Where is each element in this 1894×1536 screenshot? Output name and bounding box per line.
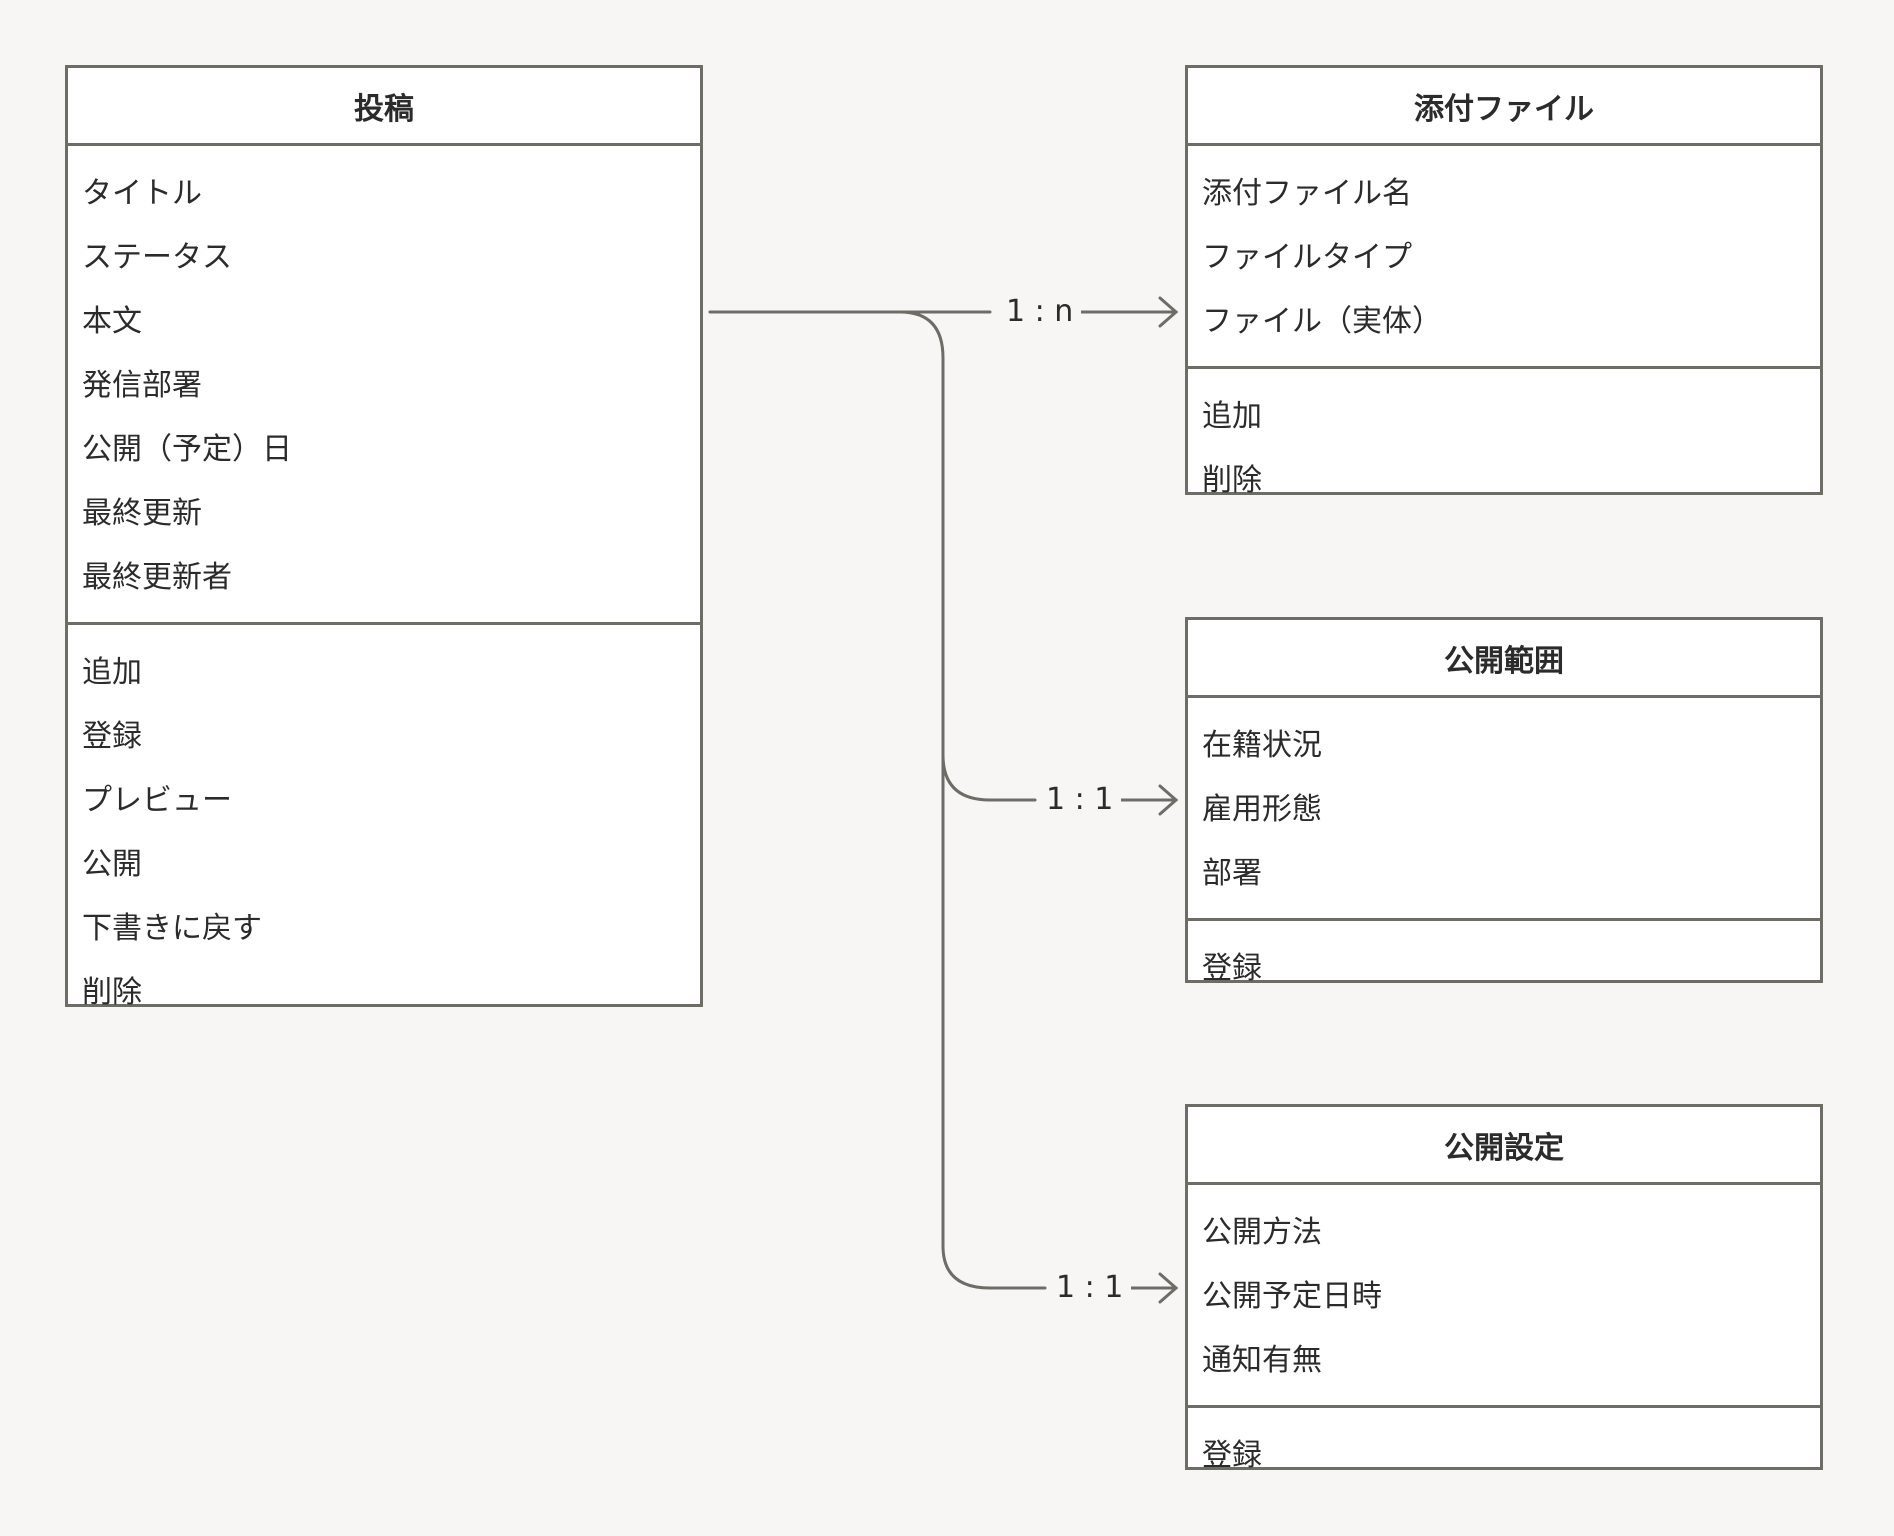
class-attachment-operations: 追加 削除 — [1188, 366, 1820, 525]
attribute-file-entity: ファイル（実体） — [1202, 304, 1442, 339]
attribute-publish-date: 公開（予定）日 — [82, 432, 292, 467]
attribute-enrollment-status: 在籍状況 — [1202, 728, 1322, 763]
relation-line-attachment — [708, 310, 1047, 1290]
attribute-status: ステータス — [82, 240, 232, 275]
class-post-operations: 追加 登録 プレビュー 公開 下書きに戻す 削除 — [68, 622, 700, 1037]
class-scope: 公開範囲 在籍状況 雇用形態 部署 登録 — [1185, 617, 1823, 986]
operation-add: 追加 — [82, 655, 142, 690]
arrow-head-settings — [1158, 1272, 1179, 1304]
multiplicity-scope: 1 : 1 — [1038, 782, 1122, 818]
class-attachment-attributes: 添付ファイル名 ファイルタイプ ファイル（実体） — [1188, 143, 1820, 366]
attribute-last-updated: 最終更新 — [82, 496, 202, 531]
attribute-title: タイトル — [82, 176, 202, 211]
class-settings-operations: 登録 — [1188, 1405, 1820, 1500]
class-post: 投稿 タイトル ステータス 本文 発信部署 公開（予定）日 最終更新 最終更新者… — [65, 65, 703, 1010]
operation-add: 追加 — [1202, 399, 1262, 434]
class-post-title: 投稿 — [354, 91, 414, 127]
attribute-file-name: 添付ファイル名 — [1202, 176, 1412, 211]
operation-register: 登録 — [82, 719, 142, 754]
class-scope-operations: 登録 — [1188, 918, 1820, 1013]
attribute-publish-method: 公開方法 — [1202, 1215, 1322, 1250]
relation-line-scope — [941, 753, 1037, 802]
class-settings: 公開設定 公開方法 公開予定日時 通知有無 登録 — [1185, 1104, 1823, 1473]
multiplicity-attachment: 1 : n — [998, 294, 1082, 330]
class-post-attributes: タイトル ステータス 本文 発信部署 公開（予定）日 最終更新 最終更新者 — [68, 143, 700, 622]
class-attachment-title: 添付ファイル — [1414, 91, 1594, 127]
attribute-employment-type: 雇用形態 — [1202, 792, 1322, 827]
operation-register: 登録 — [1202, 1438, 1262, 1473]
operation-register: 登録 — [1202, 951, 1262, 986]
attribute-notification: 通知有無 — [1202, 1343, 1322, 1378]
operation-revert-draft: 下書きに戻す — [82, 911, 262, 946]
attribute-file-type: ファイルタイプ — [1202, 240, 1412, 275]
class-settings-attributes: 公開方法 公開予定日時 通知有無 — [1188, 1182, 1820, 1405]
class-scope-attributes: 在籍状況 雇用形態 部署 — [1188, 695, 1820, 918]
operation-delete: 削除 — [82, 975, 142, 1010]
operation-preview: プレビュー — [82, 783, 232, 818]
operation-delete: 削除 — [1202, 463, 1262, 498]
arrow-head-scope — [1158, 784, 1179, 816]
attribute-department: 発信部署 — [82, 368, 202, 403]
class-scope-title: 公開範囲 — [1444, 643, 1564, 679]
class-attachment: 添付ファイル 添付ファイル名 ファイルタイプ ファイル（実体） 追加 削除 — [1185, 65, 1823, 498]
attribute-department: 部署 — [1202, 856, 1262, 891]
attribute-last-updater: 最終更新者 — [82, 560, 232, 595]
multiplicity-settings: 1 : 1 — [1048, 1270, 1132, 1306]
attribute-scheduled-datetime: 公開予定日時 — [1202, 1279, 1382, 1314]
attribute-body: 本文 — [82, 304, 142, 339]
class-settings-title: 公開設定 — [1444, 1130, 1564, 1166]
operation-publish: 公開 — [82, 847, 142, 882]
arrow-head-attachment — [1158, 296, 1179, 328]
